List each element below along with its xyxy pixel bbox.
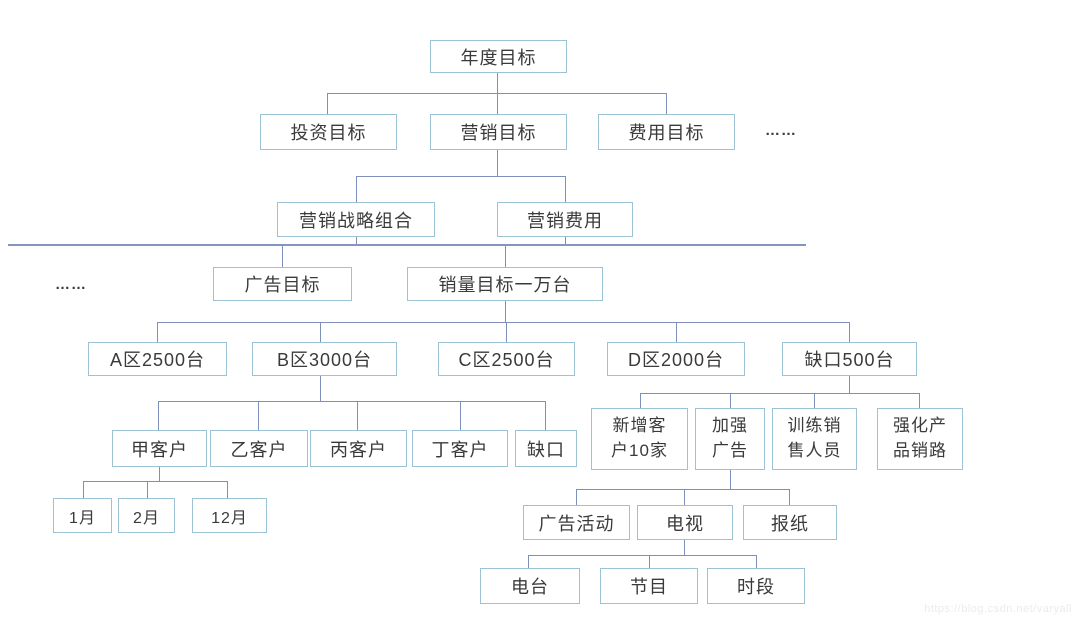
- node-customer-jia: 甲客户: [112, 430, 207, 467]
- connector-line: [849, 322, 850, 342]
- node-marketing-expense: 营销费用: [497, 202, 633, 237]
- node-region-a: A区2500台: [88, 342, 227, 376]
- connector-line: [756, 555, 757, 568]
- connector-line: [147, 481, 148, 498]
- connector-line: [666, 93, 667, 114]
- node-customer-bing: 丙客户: [310, 430, 407, 467]
- connector-line: [506, 322, 507, 342]
- node-newspaper: 报纸: [743, 505, 837, 540]
- connector-line: [159, 467, 160, 481]
- connector-line: [327, 93, 328, 114]
- connector-line: [528, 555, 757, 556]
- connector-line: [505, 301, 506, 322]
- connector-line: [640, 393, 920, 394]
- separator-line: [8, 244, 806, 246]
- node-investment-goal: 投资目标: [260, 114, 397, 150]
- connector-line: [497, 73, 498, 93]
- connector-line: [227, 481, 228, 498]
- connector-line: [565, 176, 566, 202]
- node-marketing-strategy-mix: 营销战略组合: [277, 202, 435, 237]
- connector-line: [157, 322, 850, 323]
- connector-line: [258, 401, 259, 430]
- connector-line: [565, 237, 566, 245]
- connector-line: [649, 555, 650, 568]
- connector-line: [576, 489, 577, 505]
- connector-line: [684, 489, 685, 505]
- connector-line: [320, 376, 321, 401]
- connector-line: [789, 489, 790, 505]
- node-month-dec: 12月: [192, 498, 267, 533]
- connector-line: [849, 376, 850, 393]
- connector-line: [357, 401, 358, 430]
- node-program: 节目: [600, 568, 698, 604]
- node-ad-campaign: 广告活动: [523, 505, 630, 540]
- node-time-slot: 时段: [707, 568, 805, 604]
- connector-line: [505, 246, 506, 267]
- connector-line: [576, 489, 790, 490]
- connector-line: [730, 470, 731, 489]
- connector-line: [676, 322, 677, 342]
- connector-line: [528, 555, 529, 568]
- connector-line: [83, 481, 228, 482]
- node-gap: 缺口: [515, 430, 577, 467]
- node-strengthen-product-channels: 强化产品销路: [877, 408, 963, 470]
- node-ad-goal: 广告目标: [213, 267, 352, 301]
- connector-line: [320, 322, 321, 342]
- connector-line: [158, 401, 159, 430]
- node-annual-goal: 年度目标: [430, 40, 567, 73]
- node-customer-ding: 丁客户: [412, 430, 508, 467]
- connector-line: [356, 176, 357, 202]
- connector-line: [640, 393, 641, 408]
- node-marketing-goal: 营销目标: [430, 114, 567, 150]
- connector-line: [730, 393, 731, 408]
- node-region-d: D区2000台: [607, 342, 745, 376]
- ellipsis-more-subgoals: ……: [55, 276, 87, 293]
- node-month-feb: 2月: [118, 498, 175, 533]
- connector-line: [356, 176, 566, 177]
- node-strengthen-advertising: 加强广告: [695, 408, 765, 470]
- node-region-b: B区3000台: [252, 342, 397, 376]
- node-new-customers: 新增客户10家: [591, 408, 688, 470]
- node-region-c: C区2500台: [438, 342, 575, 376]
- connector-line: [814, 393, 815, 408]
- connector-line: [356, 237, 357, 245]
- connector-line: [684, 540, 685, 555]
- node-expense-goal: 费用目标: [598, 114, 735, 150]
- connector-line: [157, 322, 158, 342]
- node-gap-500: 缺口500台: [782, 342, 917, 376]
- connector-line: [497, 150, 498, 176]
- node-sales-goal: 销量目标一万台: [407, 267, 603, 301]
- connector-line: [497, 93, 498, 114]
- connector-line: [460, 401, 461, 430]
- node-month-jan: 1月: [53, 498, 112, 533]
- node-customer-yi: 乙客户: [210, 430, 308, 467]
- node-radio: 电台: [480, 568, 580, 604]
- connector-line: [282, 246, 283, 267]
- connector-line: [158, 401, 545, 402]
- ellipsis-more-goals: ……: [765, 122, 797, 139]
- node-tv: 电视: [637, 505, 733, 540]
- node-train-salespeople: 训练销售人员: [772, 408, 857, 470]
- watermark-url: https://blog.csdn.net/varyall: [924, 603, 1072, 615]
- connector-line: [83, 481, 84, 498]
- connector-line: [545, 401, 546, 430]
- connector-line: [919, 393, 920, 408]
